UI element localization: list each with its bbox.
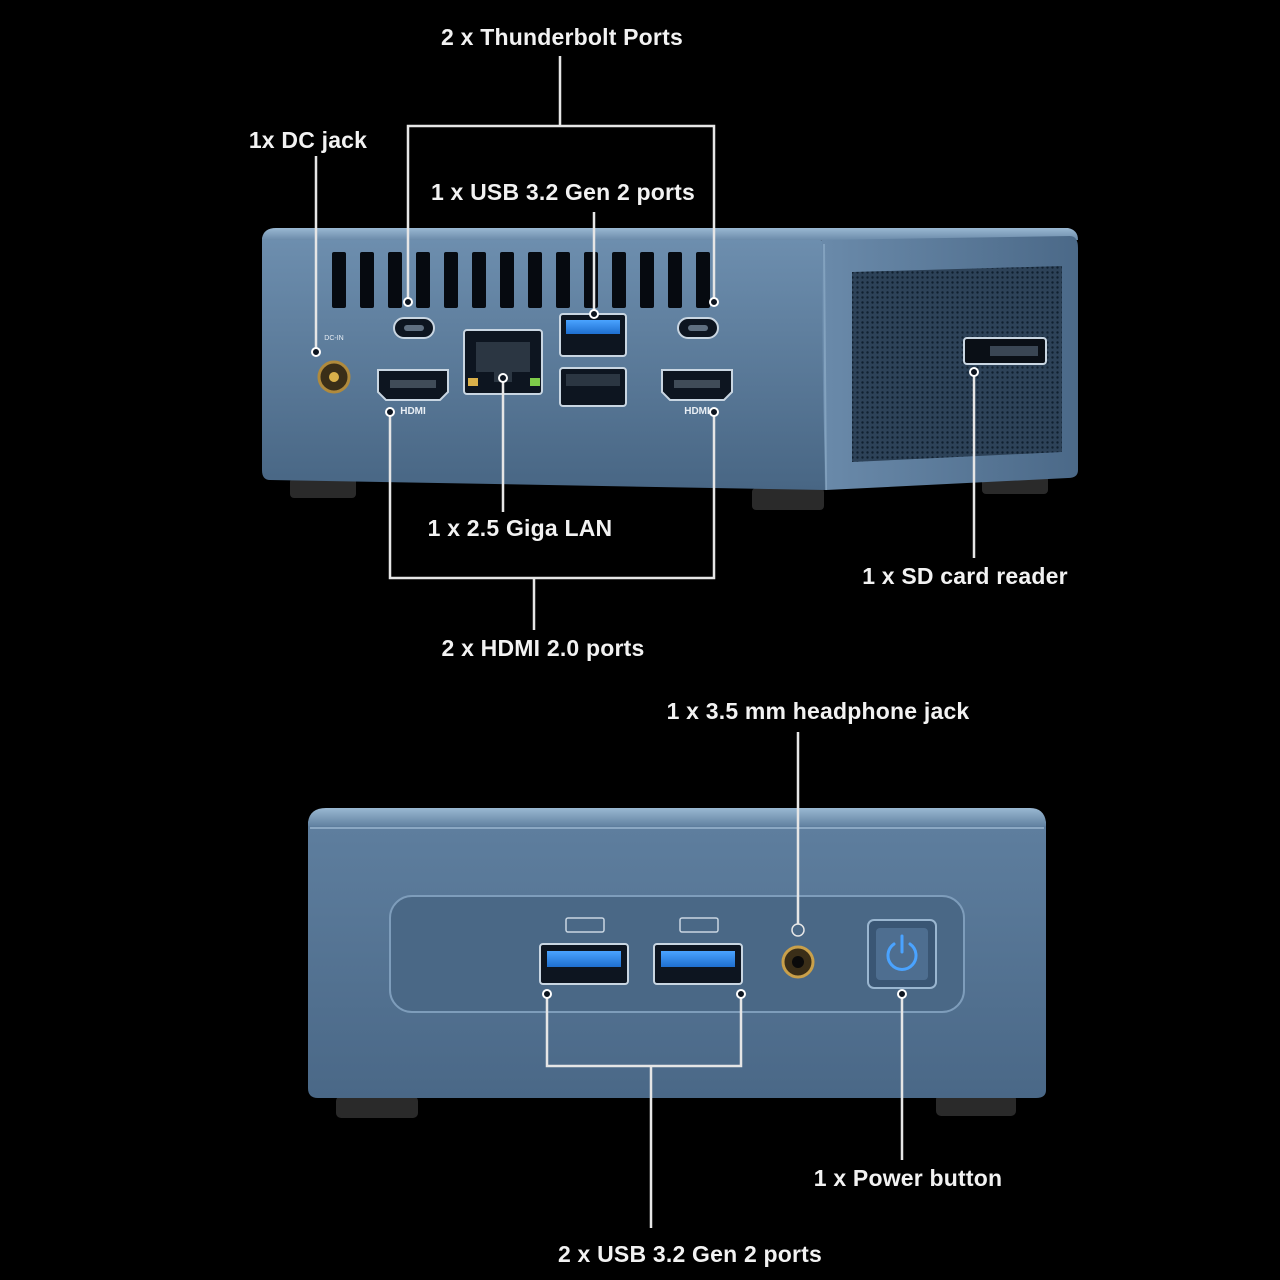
rubber-foot [336, 1096, 418, 1118]
usb-a-port-icon [653, 943, 743, 985]
usb-front-label: 2 x USB 3.2 Gen 2 ports [557, 1241, 823, 1267]
rubber-foot [752, 488, 824, 510]
usb-a-port-icon [559, 313, 627, 357]
front-unit [308, 808, 1046, 1118]
back-unit: DC-IN HDMI HDMI [262, 228, 1078, 510]
hdmi-mark: HDMI [400, 406, 426, 417]
hdmi-port-icon: HDMI [377, 369, 449, 417]
dc-in-mark: DC-IN [324, 335, 343, 342]
thunderbolt-ports-label: 2 x Thunderbolt Ports [441, 24, 683, 50]
power-button-label: 1 x Power button [813, 1165, 1003, 1191]
power-icon [867, 919, 937, 989]
leader-dots [311, 297, 979, 999]
sd-card-reader-label: 1 x SD card reader [862, 563, 1068, 589]
chassis-back-face [262, 240, 826, 490]
lan-label: 1 x 2.5 Giga LAN [427, 515, 613, 541]
headphone-jack-label: 1 x 3.5 mm headphone jack [666, 698, 970, 724]
sd-card-slot-icon [963, 337, 1047, 365]
rubber-foot [936, 1094, 1016, 1116]
hdmi-mark: HDMI [684, 406, 710, 417]
usb-a-port-icon [539, 943, 629, 985]
hdmi-port-icon: HDMI [661, 369, 733, 417]
thunderbolt-port-icon [677, 317, 719, 339]
chassis-top [308, 808, 1046, 828]
rubber-foot [290, 478, 356, 498]
usb-a-port-icon [559, 367, 627, 407]
dc-jack-icon: DC-IN [317, 335, 351, 394]
leader-lines [314, 56, 976, 1228]
headphone-jack-icon [781, 923, 815, 979]
dc-jack-label: 1x DC jack [248, 127, 368, 153]
thunderbolt-port-icon [393, 317, 435, 339]
side-mesh-vent [852, 266, 1062, 462]
cooling-vents [332, 252, 710, 308]
usb-rear-label: 1 x USB 3.2 Gen 2 ports [430, 179, 696, 205]
hdmi-ports-label: 2 x HDMI 2.0 ports [441, 635, 645, 661]
